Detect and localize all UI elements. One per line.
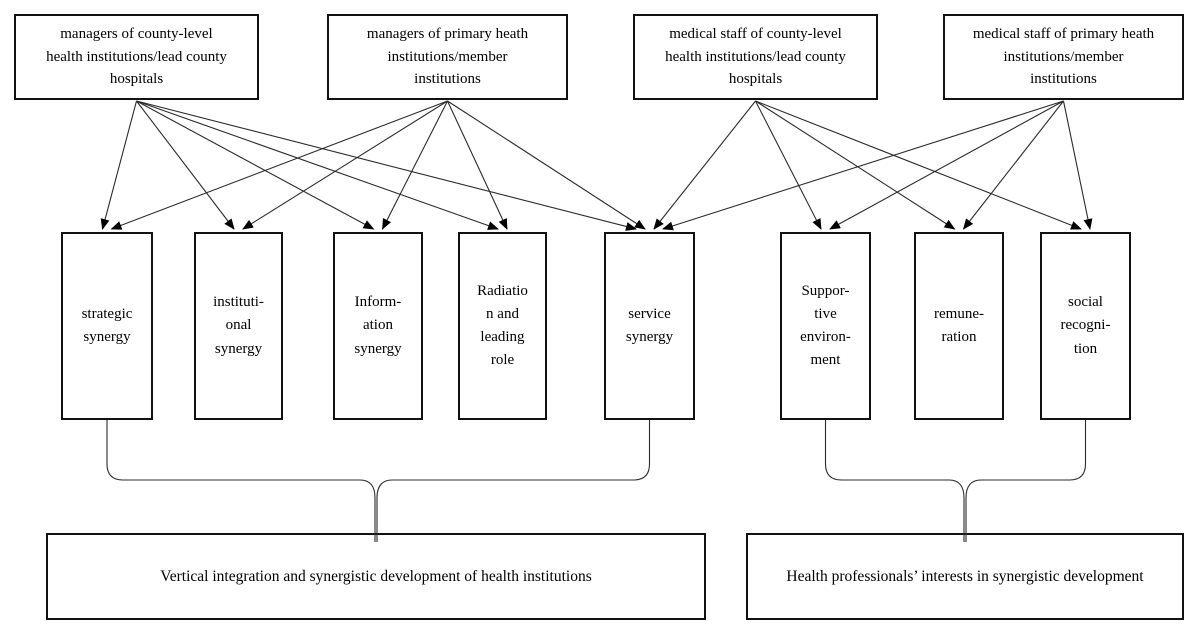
edge-t1-m1: [100, 100, 138, 230]
node-label: strategic synergy: [81, 305, 133, 345]
gather-braces: [106, 420, 1087, 542]
node-supportive-environment: Suppor- tive environ- ment: [780, 232, 871, 420]
edge-t3-m5: [653, 100, 756, 230]
edge-t1-m4: [136, 100, 499, 230]
node-managers-county-level: managers of county-level health institut…: [14, 14, 259, 100]
node-service-synergy: service synergy: [604, 232, 695, 420]
edge-t1-m2: [136, 100, 235, 230]
node-label: service synergy: [625, 305, 674, 345]
node-managers-primary: managers of primary heath institutions/m…: [327, 14, 568, 100]
edge-t1-m5: [136, 100, 637, 231]
node-label: Suppor- tive environ- ment: [800, 282, 851, 369]
node-label: medical staff of county-level health ins…: [665, 26, 846, 88]
edge-t2-m4: [447, 100, 508, 230]
node-label: managers of primary heath institutions/m…: [366, 26, 529, 88]
edge-t4-m6: [829, 100, 1064, 230]
node-label: medical staff of primary heath instituti…: [972, 26, 1155, 88]
edge-t2-m2: [242, 100, 448, 230]
node-health-professionals-interests-outcome: Health professionals’ interests in syner…: [746, 533, 1184, 620]
node-label: Inform- ation synergy: [354, 294, 402, 357]
edge-t3-m8: [755, 100, 1082, 230]
node-label: Health professionals’ interests in syner…: [786, 567, 1144, 585]
edge-t4-m8: [1062, 100, 1093, 230]
node-label: social recogni- tion: [1060, 294, 1111, 357]
edge-t2-m5: [447, 100, 646, 230]
arrow-edges: [100, 100, 1093, 231]
node-label: managers of county-level health institut…: [46, 26, 227, 88]
node-information-synergy: Inform- ation synergy: [333, 232, 423, 420]
edge-t4-m5: [662, 100, 1064, 231]
node-label: Radiatio n and leading role: [477, 282, 528, 369]
edge-t3-m7: [755, 100, 956, 230]
node-social-recognition: social recogni- tion: [1040, 232, 1131, 420]
node-radiation-leading-role: Radiatio n and leading role: [458, 232, 547, 420]
edge-t3-m6: [755, 100, 822, 230]
brace-m6-m8-to-b2: [824, 420, 1087, 542]
node-label: instituti- onal synergy: [213, 294, 264, 357]
brace-m1-m5-to-b1: [106, 420, 651, 542]
edge-t1-m3: [136, 100, 375, 230]
edge-t4-m7: [962, 100, 1064, 230]
node-label: remune- ration: [934, 305, 984, 345]
node-medical-staff-county-level: medical staff of county-level health ins…: [633, 14, 878, 100]
node-label: Vertical integration and synergistic dev…: [160, 567, 592, 585]
node-vertical-integration-outcome: Vertical integration and synergistic dev…: [46, 533, 706, 620]
edge-t2-m3: [382, 100, 448, 230]
node-remuneration: remune- ration: [914, 232, 1004, 420]
edge-t2-m1: [110, 100, 448, 230]
node-strategic-synergy: strategic synergy: [61, 232, 153, 420]
node-institutional-synergy: instituti- onal synergy: [194, 232, 283, 420]
node-medical-staff-primary: medical staff of primary heath instituti…: [943, 14, 1184, 100]
